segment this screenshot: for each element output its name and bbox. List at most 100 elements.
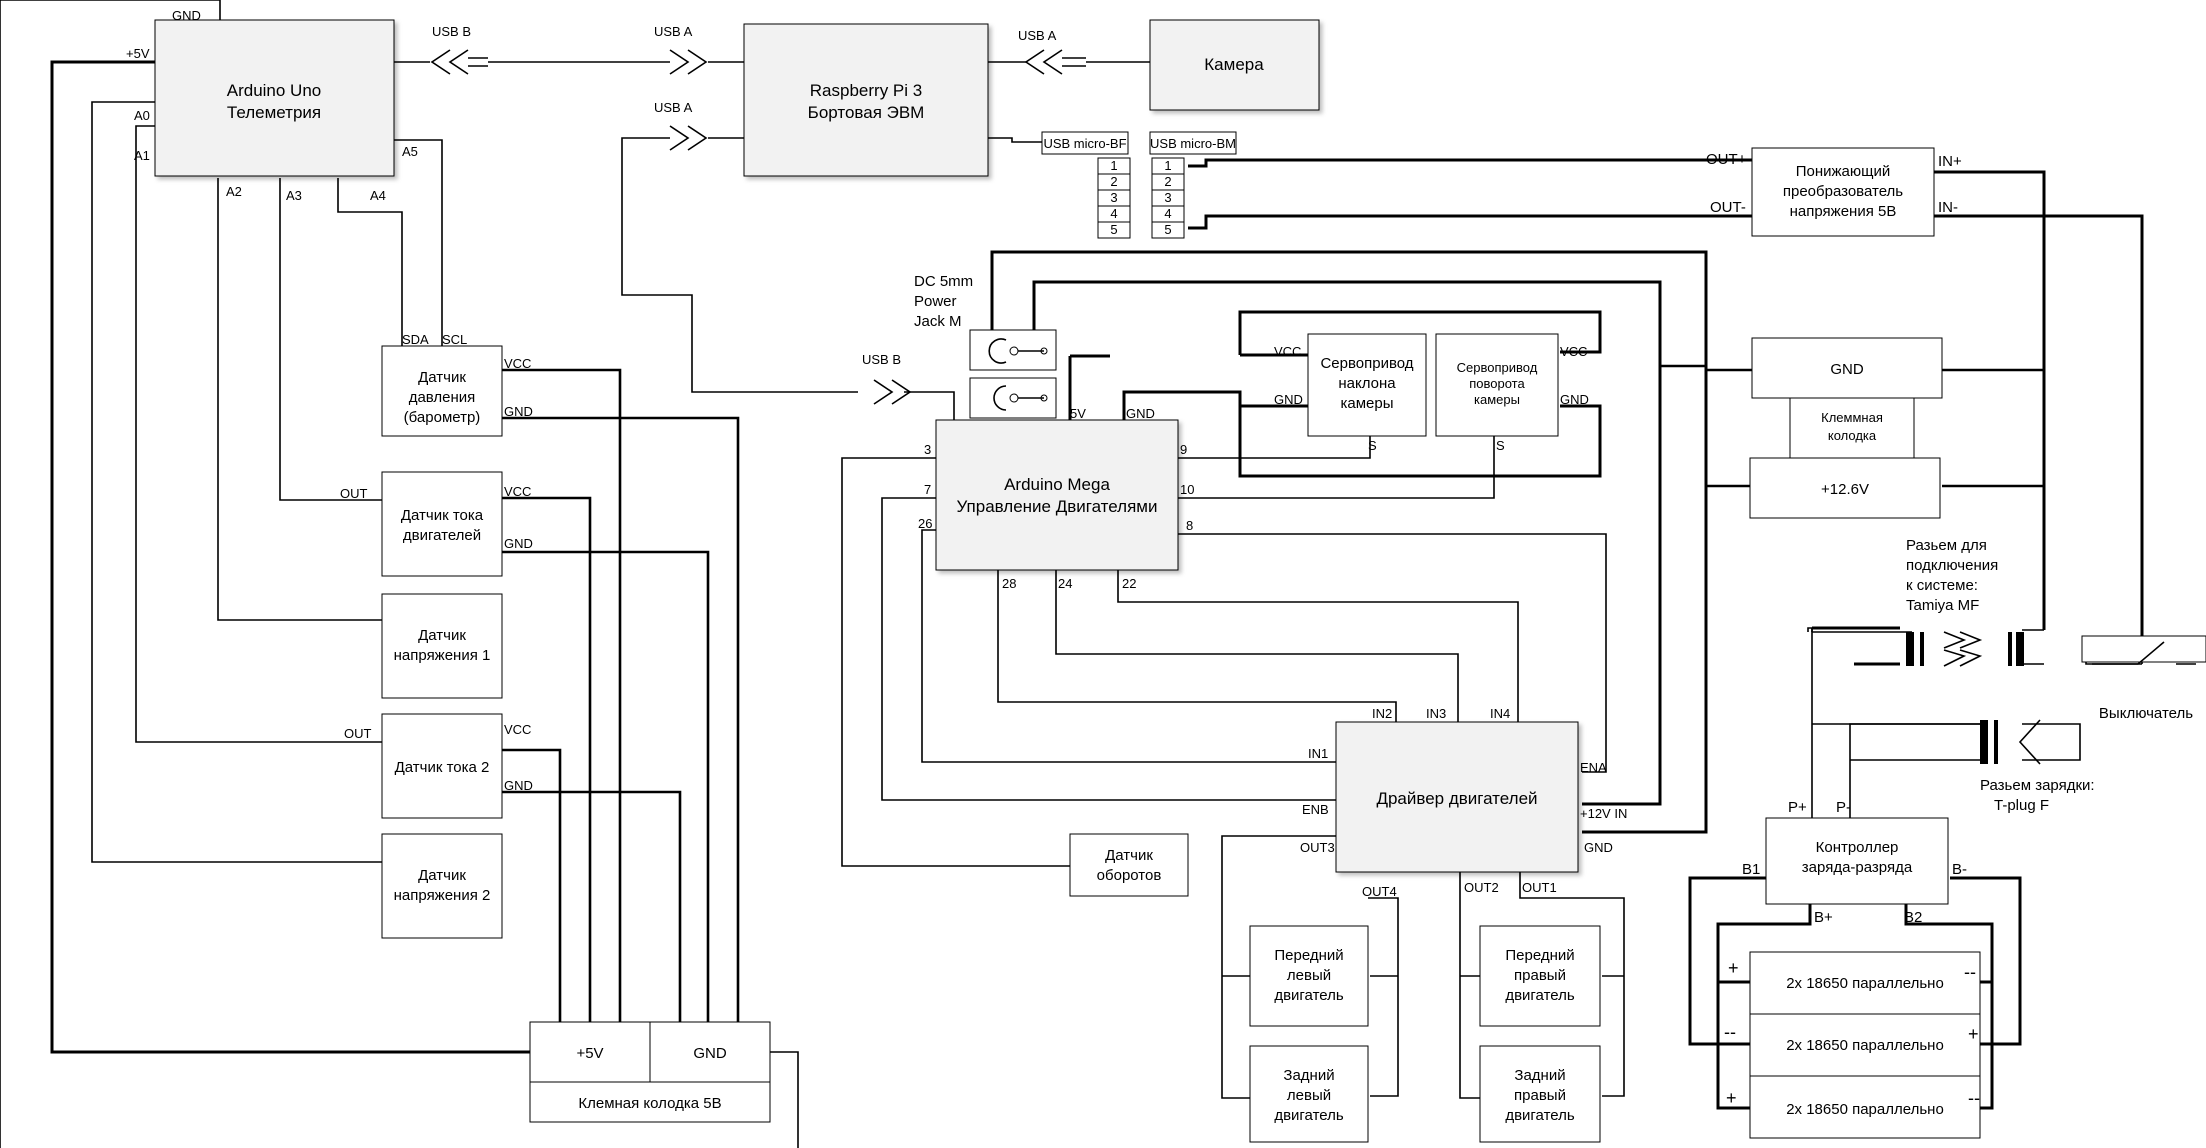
svg-text:+12.6V: +12.6V bbox=[1821, 481, 1869, 498]
svg-text:GND: GND bbox=[172, 8, 201, 23]
svg-text:Клемная колодка 5В: Клемная колодка 5В bbox=[578, 1095, 721, 1112]
svg-text:IN2: IN2 bbox=[1372, 706, 1392, 721]
svg-text:Raspberry Pi 3: Raspberry Pi 3 bbox=[810, 81, 922, 100]
arduino-mega: Arduino Mega Управление Двигателями bbox=[935, 419, 1179, 571]
svg-text:+5V: +5V bbox=[576, 1045, 603, 1062]
svg-text:GND: GND bbox=[1560, 392, 1589, 407]
terminal-block-12v: GND Клеммная колодка +12.6V bbox=[1749, 337, 1943, 519]
power-switch: Выключатель bbox=[2081, 635, 2206, 722]
svg-text:A4: A4 bbox=[370, 188, 386, 203]
tamiya-connector: Разьем для подключения к системе: Tamiya… bbox=[1906, 537, 2024, 667]
svg-text:правый: правый bbox=[1514, 967, 1566, 984]
svg-text:Сервопривод: Сервопривод bbox=[1320, 355, 1413, 372]
svg-text:(барометр): (барометр) bbox=[404, 409, 481, 426]
svg-text:двигателей: двигателей bbox=[403, 527, 481, 544]
svg-text:Tamiya MF: Tamiya MF bbox=[1906, 597, 1979, 614]
svg-text:напряжения 1: напряжения 1 bbox=[394, 647, 491, 664]
svg-text:9: 9 bbox=[1180, 442, 1187, 457]
svg-text:GND: GND bbox=[1584, 840, 1613, 855]
svg-text:2x 18650 параллельно: 2x 18650 параллельно bbox=[1786, 1037, 1944, 1054]
svg-text:--: -- bbox=[1724, 1022, 1736, 1042]
svg-text:+: + bbox=[1968, 1024, 1979, 1044]
buck-converter: Понижающий преобразователь напряжения 5В bbox=[1751, 147, 1935, 237]
svg-text:Понижающий: Понижающий bbox=[1796, 163, 1891, 180]
svg-text:GND: GND bbox=[504, 536, 533, 551]
svg-text:IN+: IN+ bbox=[1938, 153, 1962, 170]
svg-text:4: 4 bbox=[1110, 206, 1117, 221]
svg-text:IN3: IN3 bbox=[1426, 706, 1446, 721]
svg-text:24: 24 bbox=[1058, 576, 1072, 591]
svg-text:двигатель: двигатель bbox=[1505, 987, 1575, 1004]
svg-text:P+: P+ bbox=[1788, 799, 1807, 816]
svg-text:подключения: подключения bbox=[1906, 557, 1998, 574]
svg-text:напряжения 2: напряжения 2 bbox=[394, 887, 491, 904]
pressure-sensor: Датчик давления (барометр) bbox=[381, 345, 503, 437]
voltage-sensor-2: Датчик напряжения 2 bbox=[381, 833, 503, 939]
svg-text:двигатель: двигатель bbox=[1274, 987, 1344, 1004]
svg-text:камеры: камеры bbox=[1474, 392, 1520, 407]
rpm-sensor: Датчик оборотов bbox=[1069, 833, 1189, 897]
svg-text:Разьем зарядки:: Разьем зарядки: bbox=[1980, 777, 2095, 794]
svg-text:USB micro-BM: USB micro-BM bbox=[1150, 136, 1236, 151]
svg-text:IN1: IN1 bbox=[1308, 746, 1328, 761]
svg-text:USB A: USB A bbox=[654, 100, 693, 115]
svg-text:левый: левый bbox=[1287, 967, 1331, 984]
svg-text:напряжения 5В: напряжения 5В bbox=[1790, 203, 1897, 220]
svg-text:5: 5 bbox=[1110, 222, 1117, 237]
svg-text:OUT4: OUT4 bbox=[1362, 884, 1397, 899]
svg-text:Бортовая ЭВМ: Бортовая ЭВМ bbox=[808, 103, 925, 122]
svg-text:Датчик: Датчик bbox=[1105, 847, 1153, 864]
svg-text:Задний: Задний bbox=[1514, 1067, 1565, 1084]
svg-text:2: 2 bbox=[1110, 174, 1117, 189]
svg-text:8: 8 bbox=[1186, 518, 1193, 533]
svg-text:3: 3 bbox=[924, 442, 931, 457]
usb-connectors bbox=[430, 49, 1086, 405]
svg-text:USB A: USB A bbox=[1018, 28, 1057, 43]
svg-text:B2: B2 bbox=[1904, 909, 1922, 926]
svg-text:2x 18650 параллельно: 2x 18650 параллельно bbox=[1786, 1101, 1944, 1118]
svg-text:колодка: колодка bbox=[1828, 428, 1877, 443]
motor-driver: Драйвер двигателей bbox=[1335, 721, 1579, 873]
svg-text:2x 18650 параллельно: 2x 18650 параллельно bbox=[1786, 975, 1944, 992]
svg-text:USB A: USB A bbox=[654, 24, 693, 39]
motor-front-left: Передний левый двигатель bbox=[1249, 925, 1369, 1027]
svg-text:Датчик тока: Датчик тока bbox=[401, 507, 484, 524]
svg-text:USB B: USB B bbox=[862, 352, 901, 367]
motor-rear-right: Задний правый двигатель bbox=[1479, 1045, 1601, 1143]
usb-micro-bf: USB micro-BF 1 2 3 4 5 bbox=[1041, 131, 1131, 239]
svg-text:+: + bbox=[1728, 958, 1739, 978]
svg-text:VCC: VCC bbox=[504, 722, 531, 737]
svg-text:7: 7 bbox=[924, 482, 931, 497]
svg-text:10: 10 bbox=[1180, 482, 1194, 497]
svg-text:заряда-разряда: заряда-разряда bbox=[1802, 859, 1913, 876]
svg-text:Камера: Камера bbox=[1204, 55, 1264, 74]
svg-text:A3: A3 bbox=[286, 188, 302, 203]
svg-text:VCC: VCC bbox=[1560, 344, 1587, 359]
svg-text:ENA: ENA bbox=[1580, 760, 1607, 775]
svg-text:+12V IN: +12V IN bbox=[1580, 806, 1627, 821]
svg-text:OUT+: OUT+ bbox=[1706, 151, 1747, 168]
svg-text:Задний: Задний bbox=[1283, 1067, 1334, 1084]
svg-text:SCL: SCL bbox=[442, 332, 467, 347]
voltage-sensor-1: Датчик напряжения 1 bbox=[381, 593, 503, 699]
svg-text:ENB: ENB bbox=[1302, 802, 1329, 817]
svg-text:OUT-: OUT- bbox=[1710, 199, 1746, 216]
current-sensor-1: Датчик тока двигателей bbox=[381, 471, 503, 577]
current-sensor-2: Датчик тока 2 bbox=[381, 713, 503, 819]
battery-pack: 2x 18650 параллельно 2x 18650 параллельн… bbox=[1749, 951, 1981, 1139]
svg-text:P-: P- bbox=[1836, 799, 1851, 816]
svg-text:B+: B+ bbox=[1814, 909, 1833, 926]
svg-text:поворота: поворота bbox=[1469, 376, 1525, 391]
svg-text:1: 1 bbox=[1164, 158, 1171, 173]
svg-text:--: -- bbox=[1968, 1088, 1980, 1108]
svg-text:Передний: Передний bbox=[1505, 947, 1574, 964]
svg-text:DC 5mm: DC 5mm bbox=[914, 273, 973, 290]
svg-text:Arduino Mega: Arduino Mega bbox=[1004, 475, 1110, 494]
svg-text:давления: давления bbox=[409, 389, 476, 406]
svg-text:Датчик: Датчик bbox=[418, 369, 466, 386]
svg-text:OUT3: OUT3 bbox=[1300, 840, 1335, 855]
svg-text:Jack M: Jack M bbox=[914, 313, 962, 330]
svg-text:B1: B1 bbox=[1742, 861, 1760, 878]
servo-pan: Сервопривод поворота камеры bbox=[1435, 333, 1559, 437]
svg-text:VCC: VCC bbox=[504, 484, 531, 499]
